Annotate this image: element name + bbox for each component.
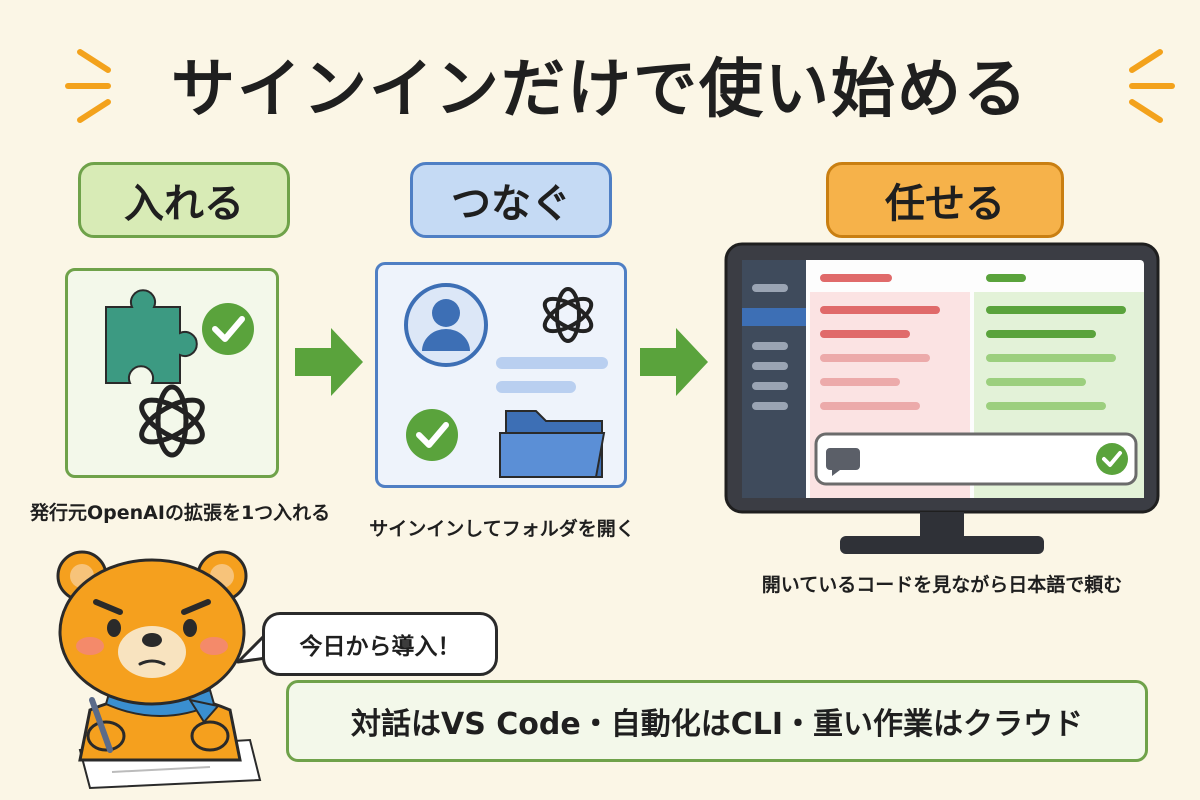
- page-title: サインインだけで使い始める: [171, 53, 1029, 127]
- user-avatar-icon: [404, 283, 488, 367]
- text-placeholder-bar: [496, 381, 576, 393]
- puzzle-icon: [105, 289, 198, 384]
- speech-bubble: 今日から導入！: [262, 612, 498, 676]
- arrow-right-icon: [295, 328, 363, 396]
- step-3-caption: 開いているコードを見ながら日本語で頼む: [761, 574, 1123, 596]
- bear-mascot-icon: [56, 550, 262, 790]
- pencil-icon: [89, 697, 113, 753]
- step-1-illustration: [105, 289, 254, 458]
- summary-box: 対話はVS Code・自動化はCLI・重い作業はクラウド: [286, 680, 1148, 762]
- monitor-illustration: [724, 242, 1160, 554]
- step-1-card: [65, 268, 279, 478]
- step-3-label: 任せる: [826, 162, 1064, 238]
- check-circle-icon: [1096, 443, 1128, 475]
- step-2-caption: サインインしてフォルダを開く: [369, 518, 635, 540]
- check-circle-icon: [202, 303, 254, 355]
- check-circle-icon: [406, 409, 458, 461]
- sidebar-active-item: [742, 308, 806, 326]
- editor-sidebar: [742, 260, 806, 498]
- openai-logo-icon: [139, 384, 205, 458]
- openai-logo-icon: [542, 287, 594, 343]
- arrow-right-icon: [640, 328, 708, 396]
- chat-bubble-icon: [826, 448, 860, 476]
- spark-lines-right-icon: [1129, 49, 1175, 123]
- step-1-caption: 発行元OpenAIの拡張を1つ入れる: [30, 502, 331, 524]
- monitor-stand: [840, 536, 1044, 554]
- folder-icon: [499, 410, 606, 478]
- chat-input-box: [814, 432, 1138, 486]
- step-2-illustration: [404, 283, 608, 478]
- step-2-card: [375, 262, 627, 488]
- step-1-label: 入れる: [78, 162, 290, 238]
- step-2-label: つなぐ: [410, 162, 612, 238]
- text-placeholder-bar: [496, 357, 608, 369]
- spark-lines-left-icon: [65, 49, 111, 123]
- monitor-neck: [920, 512, 964, 536]
